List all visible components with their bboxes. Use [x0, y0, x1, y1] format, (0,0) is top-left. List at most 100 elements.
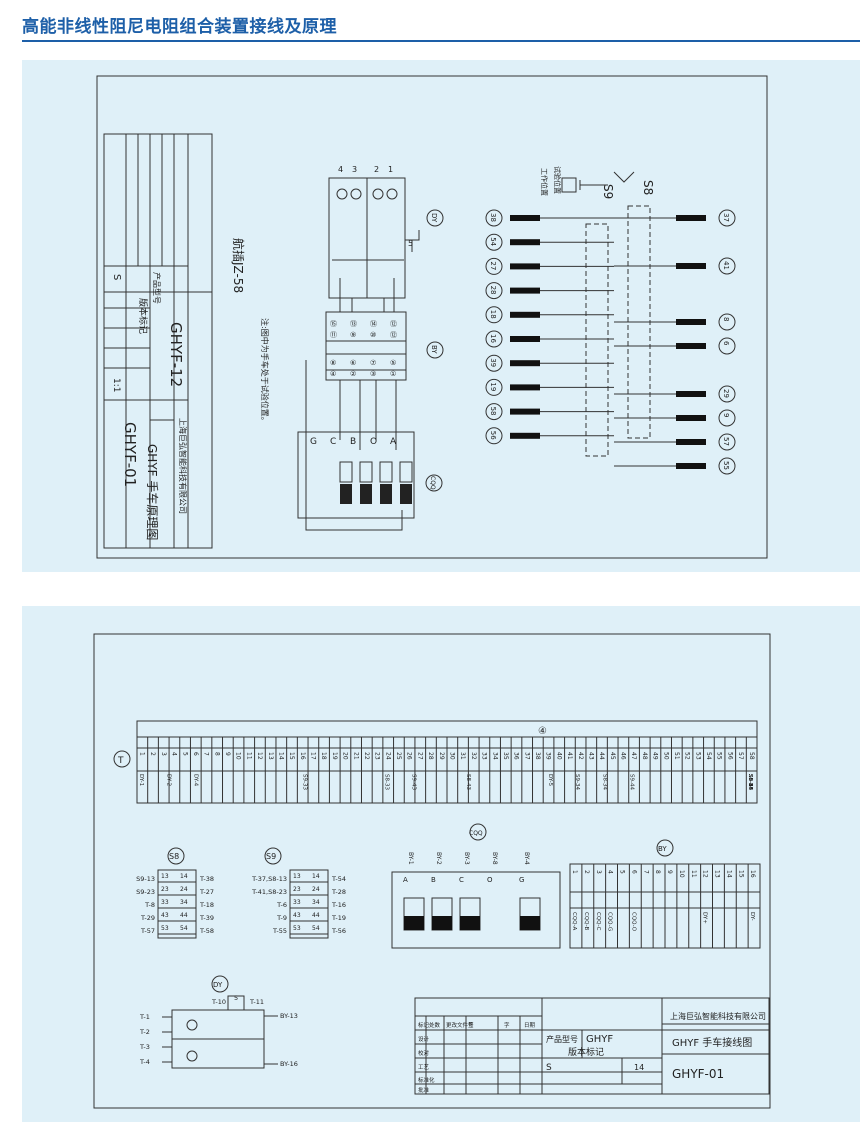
left-pin-56: 56 — [489, 431, 497, 440]
terminal-conn: S8-44 — [747, 774, 753, 790]
title-row-label: 工艺 — [418, 1064, 430, 1071]
terminal-42: 42 — [577, 752, 584, 760]
page-title: 高能非线性阻尼电阻组合装置接线及原理 — [22, 17, 337, 37]
title-row-label: 批准 — [418, 1086, 430, 1094]
s9-frame — [289, 869, 329, 939]
contact-right-conn: T-27 — [199, 888, 214, 896]
by-conn: DY- — [749, 912, 755, 921]
pin-circle — [718, 409, 736, 427]
left-pin-18: 18 — [489, 310, 497, 319]
cqq-head: BY-3 — [463, 852, 470, 865]
terminal-55: 55 — [716, 752, 723, 760]
cqq-head: BY-8 — [491, 852, 498, 865]
title-row-label: 校对 — [418, 1049, 430, 1057]
contact-right-conn: T-38 — [199, 875, 214, 883]
position-switches — [561, 171, 651, 457]
terminal-27: 27 — [416, 752, 423, 760]
cqq-label-bottom: CQQ — [469, 830, 483, 837]
by-number: 9 — [666, 870, 673, 874]
terminal-45: 45 — [609, 752, 616, 760]
terminal-21: 21 — [352, 752, 359, 760]
terminal-5: 5 — [181, 752, 188, 756]
contact-right-conn: T-28 — [331, 888, 346, 896]
terminal-conn: S9-33 — [302, 774, 308, 790]
by-bottom-number: ⑧ — [330, 359, 336, 367]
terminal-30: 30 — [449, 752, 456, 760]
by-label: BY — [430, 345, 438, 354]
terminal-33: 33 — [481, 752, 488, 760]
dy-right-conn: BY-16 — [280, 1060, 298, 1068]
terminal-46: 46 — [620, 752, 627, 760]
dy-callout-bottom — [211, 975, 229, 993]
cqq-frame — [391, 871, 561, 949]
cqq-unit — [297, 431, 415, 519]
by-callout-bottom — [656, 839, 674, 857]
by-conn: CQQ-B — [583, 912, 589, 930]
by-number: 6 — [630, 870, 637, 874]
by-bottom-number: ③ — [370, 370, 376, 378]
pin-circle — [718, 457, 736, 475]
phase-label-C: C — [330, 437, 336, 447]
s8-frame — [157, 869, 197, 939]
right-pin-41: 41 — [722, 261, 730, 270]
dy-left-conn: T-2 — [139, 1028, 150, 1036]
terminal-28: 28 — [427, 752, 434, 760]
schematic-panel: GHYF-12 GHYF-01 GHYF 手车原理图 上海巨弘智能科技有限公司 … — [22, 60, 860, 572]
terminal-conn: S8-25 — [747, 774, 753, 790]
terminal-57: 57 — [737, 752, 744, 760]
rotated-title-block — [103, 133, 213, 549]
contact-right-conn: T-18 — [199, 901, 214, 909]
terminal-23: 23 — [374, 752, 381, 760]
contact-bottom: 44 — [312, 912, 320, 919]
pin-bar — [676, 463, 706, 469]
dy-switch — [227, 995, 245, 1010]
pin-bar — [510, 287, 540, 294]
pin-circle — [718, 209, 736, 227]
terminal-15: 15 — [288, 752, 295, 760]
terminal-14: 14 — [277, 752, 284, 760]
by-top-number: ⑨ — [350, 331, 356, 339]
s9-label: S9 — [601, 184, 615, 199]
rotated-company: 上海巨弘智能科技有限公司 — [178, 418, 188, 514]
dy-label: DY — [430, 213, 438, 223]
by-conn: CQQ-A — [571, 912, 577, 931]
pin-bar — [510, 336, 540, 342]
pin-circle — [718, 257, 736, 275]
s8-label: S8 — [641, 180, 655, 195]
terminal-conn: DY-5 — [547, 774, 553, 787]
s8-callout — [167, 847, 185, 865]
by-number: 5 — [619, 870, 626, 874]
terminal-label: T — [117, 756, 124, 766]
phase-label-B: B — [350, 437, 356, 447]
right-pin-55: 55 — [722, 461, 730, 470]
dy-right-conn: BY-13 — [280, 1012, 298, 1020]
terminal-callout — [113, 750, 131, 768]
pin-bar — [510, 263, 540, 270]
terminal-54: 54 — [705, 752, 712, 760]
contact-top: 53 — [161, 925, 169, 932]
right-pin-37: 37 — [722, 213, 730, 222]
title-row-label: 处数 — [429, 1021, 441, 1029]
title-stage: S — [546, 1063, 552, 1073]
schematic-drawing: GHYF-12 GHYF-01 GHYF 手车原理图 上海巨弘智能科技有限公司 … — [96, 75, 768, 559]
contact-top: 13 — [293, 873, 301, 880]
pin-bar — [676, 343, 706, 349]
by-bottom-number: ④ — [330, 370, 336, 378]
pin-bar — [676, 215, 706, 221]
left-pin-16: 16 — [489, 334, 497, 343]
contact-bottom: 54 — [180, 925, 188, 932]
by-top-number: ⑫ — [390, 331, 397, 339]
cqq-label: CQQ — [429, 476, 436, 490]
terminal-1: 1 — [139, 752, 146, 756]
rotated-stage: S — [111, 274, 122, 280]
contact-right-conn: T-39 — [199, 914, 214, 922]
wiring-frame — [93, 633, 771, 1109]
contact-bottom: 24 — [180, 886, 188, 893]
terminal-conn: DY-4 — [193, 774, 199, 787]
pin-circle — [485, 330, 503, 348]
by-conn: CQQ-G — [607, 912, 613, 931]
